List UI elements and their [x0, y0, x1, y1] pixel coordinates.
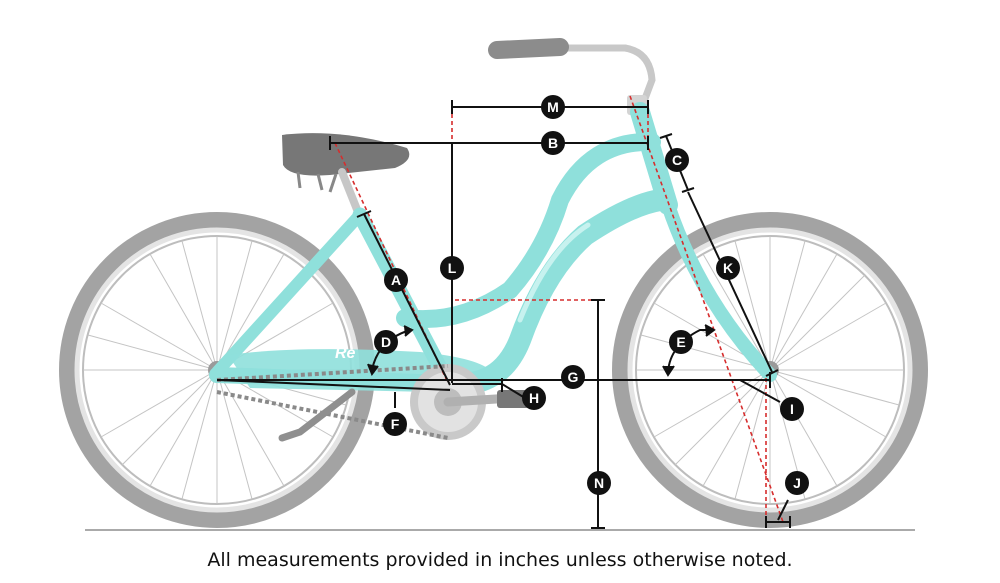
svg-text:M: M — [547, 99, 559, 115]
badge-B: B — [541, 131, 565, 155]
svg-text:J: J — [793, 475, 801, 491]
badge-H: H — [522, 386, 546, 410]
downtube-decal: Re — [335, 345, 356, 362]
badge-D: D — [374, 330, 398, 354]
badge-G: G — [561, 365, 585, 389]
badge-N: N — [587, 471, 611, 495]
svg-text:B: B — [548, 135, 558, 151]
svg-text:G: G — [568, 369, 579, 385]
saddle — [282, 133, 410, 226]
svg-text:D: D — [381, 334, 391, 350]
chain — [216, 364, 449, 440]
svg-text:H: H — [529, 390, 539, 406]
badge-I: I — [780, 397, 804, 421]
badge-L: L — [440, 256, 464, 280]
bike-geometry-diagram: Re — [59, 38, 928, 531]
svg-text:I: I — [790, 401, 794, 417]
badge-F: F — [383, 412, 407, 436]
svg-text:C: C — [672, 152, 682, 168]
chainring — [410, 364, 529, 440]
svg-text:A: A — [391, 272, 401, 288]
measurement-note: All measurements provided in inches unle… — [207, 549, 793, 571]
svg-text:F: F — [391, 416, 400, 432]
measurement-lines — [216, 100, 791, 529]
badge-K: K — [716, 256, 740, 280]
kickstand — [278, 388, 356, 442]
badge-C: C — [665, 148, 689, 172]
svg-text:E: E — [676, 334, 685, 350]
badge-A: A — [384, 268, 408, 292]
svg-text:L: L — [448, 260, 457, 276]
svg-text:K: K — [723, 260, 733, 276]
handlebar — [488, 38, 656, 116]
badge-E: E — [669, 330, 693, 354]
angle-arrows — [367, 324, 716, 377]
badge-J: J — [785, 471, 809, 495]
svg-text:N: N — [594, 475, 604, 491]
badge-M: M — [541, 95, 565, 119]
